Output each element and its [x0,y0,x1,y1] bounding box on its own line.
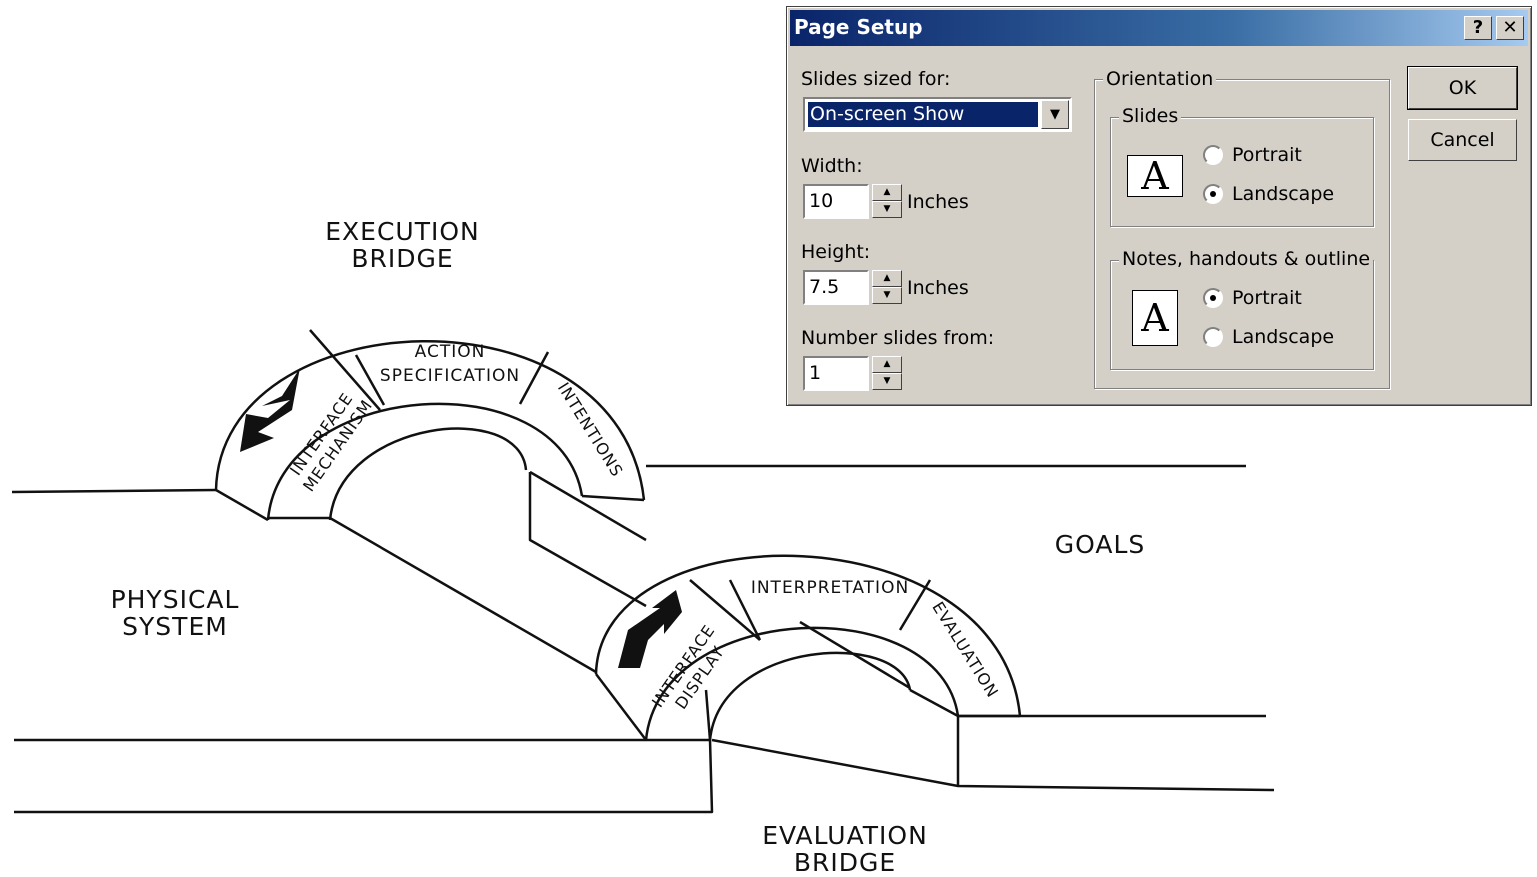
spin-down-icon[interactable]: ▼ [872,373,902,390]
slides-sized-for-dropdown[interactable]: On-screen Show ▼ [803,97,1072,132]
portrait-page-icon: A [1132,290,1178,346]
arch2-middle-label: INTERPRETATION [730,576,930,600]
arch1-middle-label: ACTION SPECIFICATION [360,340,540,388]
physical-system-label: PHYSICAL SYSTEM [85,586,265,640]
slides-group-label: Slides [1119,105,1181,127]
goals-label: GOALS [1040,531,1160,558]
number-slides-spinner[interactable]: ▲▼ [872,356,902,391]
terrain-right-lower [712,716,1274,790]
slides-sized-for-value: On-screen Show [808,102,1038,127]
terrain-left-top [12,490,216,492]
execution-arrow-icon [240,368,300,452]
execution-arch-opening [330,429,526,520]
close-button[interactable]: ✕ [1496,16,1524,40]
chevron-down-icon[interactable]: ▼ [1041,100,1069,129]
slides-sized-for-label: Slides sized for: [801,68,950,90]
slides-portrait-radio[interactable] [1203,145,1223,165]
gulf-channel [268,472,958,740]
evaluation-arrow-icon [618,590,682,668]
height-spinner[interactable]: ▲▼ [872,270,902,305]
ok-button[interactable]: OK [1408,67,1517,109]
notes-group-label: Notes, handouts & outline [1119,248,1373,270]
title-bar[interactable]: Page Setup ? ✕ [790,10,1528,46]
orientation-label: Orientation [1103,68,1216,90]
help-button[interactable]: ? [1464,16,1492,40]
cancel-button[interactable]: Cancel [1408,119,1517,161]
height-unit: Inches [907,277,969,299]
width-label: Width: [801,155,863,177]
slides-landscape-radio[interactable] [1203,184,1223,204]
number-slides-from-field[interactable]: 1 [803,356,869,391]
notes-portrait-label[interactable]: Portrait [1232,287,1302,309]
slides-portrait-label[interactable]: Portrait [1232,144,1302,166]
notes-landscape-label[interactable]: Landscape [1232,326,1334,348]
spin-up-icon[interactable]: ▲ [872,356,902,373]
height-field[interactable]: 7.5 [803,270,869,305]
page-setup-dialog: Page Setup ? ✕ Slides sized for: On-scre… [786,6,1532,406]
slides-landscape-label[interactable]: Landscape [1232,183,1334,205]
notes-landscape-radio[interactable] [1203,327,1223,347]
dialog-title: Page Setup [794,15,923,39]
landscape-page-icon: A [1127,155,1183,197]
execution-bridge-label: EXECUTION BRIDGE [300,218,505,272]
spin-up-icon[interactable]: ▲ [872,184,902,201]
width-unit: Inches [907,191,969,213]
notes-portrait-radio[interactable] [1203,288,1223,308]
height-label: Height: [801,241,870,263]
evaluation-bridge-label: EVALUATION BRIDGE [735,822,955,876]
width-field[interactable]: 10 [803,184,869,219]
spin-down-icon[interactable]: ▼ [872,287,902,304]
width-spinner[interactable]: ▲▼ [872,184,902,219]
evaluation-arch-opening [710,653,910,740]
spin-down-icon[interactable]: ▼ [872,201,902,218]
spin-up-icon[interactable]: ▲ [872,270,902,287]
terrain-left-lower [14,740,712,812]
number-slides-from-label: Number slides from: [801,327,994,349]
